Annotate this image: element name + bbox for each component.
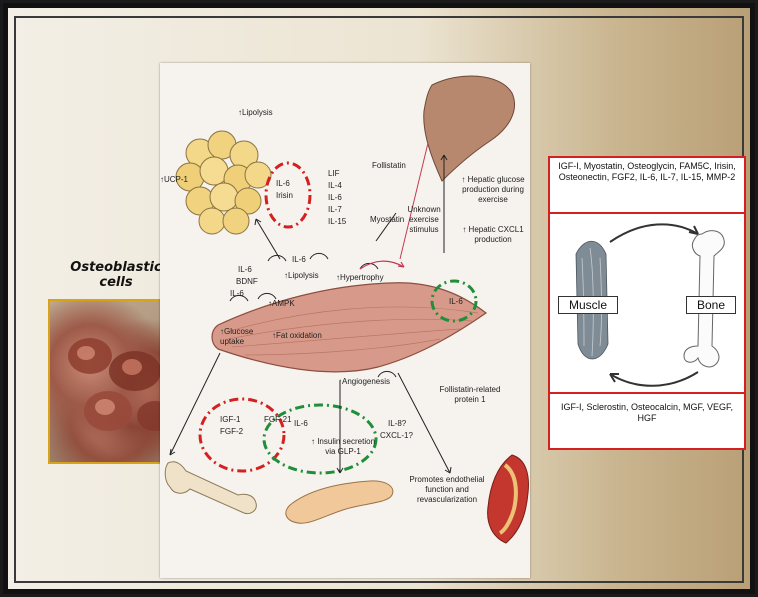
hepatic-cxcl1-label: ↑ Hepatic CXCL1 production [460,225,526,245]
igf1-label: IGF-1 [220,415,240,425]
hypertrophy-label: ↑Hypertrophy [336,273,384,283]
muscle-bone-crosstalk-panel: IGF-I, Myostatin, Osteoglycin, FAM5C, Ir… [548,156,746,448]
muscle-to-bone-factors-box: IGF-I, Myostatin, Osteoglycin, FAM5C, Ir… [548,156,746,214]
bone-label: Bone [686,296,736,314]
adipose-tissue-graphic [176,131,271,234]
liver-il6-label: IL-6 [449,297,463,307]
myokine-il7: IL-7 [328,205,342,215]
insulin-secretion-label: ↑ Insulin secretion via GLP-1 [306,437,380,457]
bone-to-muscle-factors-box: IGF-I, Sclerostin, Osteocalcin, MGF, VEG… [548,392,746,450]
fat-oxidation-label: ↑Fat oxidation [272,331,322,341]
myokine-diagram-panel: ↑Lipolysis ↑UCP-1 IL-6 Irisin LIF IL-4 I… [160,63,530,578]
adipose-lipolysis-label: ↑Lipolysis [238,108,273,118]
il6-irisin-irisin: Irisin [276,191,293,201]
il8-label: IL-8? [388,419,406,429]
fgf2-label: FGF-2 [220,427,243,437]
follistatin-related-label: Follistatin-related protein 1 [428,385,512,405]
myokine-lif: LIF [328,169,340,179]
myostatin-label: Myostatin [370,215,404,225]
glucose-uptake-label: ↑Glucose uptake [220,327,262,347]
endothelial-label: Promotes endothelial function and revasc… [402,475,492,505]
il6-irisin-il6: IL-6 [276,179,290,189]
muscle-bdnf-label: BDNF [236,277,258,287]
muscle-il6-label: IL-6 [238,265,252,275]
il6-a-label: IL-6 [292,255,306,265]
il6-b-label: IL-6 [230,289,244,299]
cell-cluster-graphic [68,338,173,431]
pancreas-graphic [286,481,393,523]
osteoblastic-cells-title: Osteoblastic cells [56,260,176,290]
myokine-il15: IL-15 [328,217,346,227]
crosstalk-graphic-area: Muscle Bone [548,214,746,392]
hepatic-glucose-label: ↑ Hepatic glucose production during exer… [460,175,526,205]
ampk-label: ↑AMPK [268,299,295,309]
muscle-label: Muscle [558,296,618,314]
cxcl1-label: CXCL-1? [380,431,413,441]
ucp1-label: ↑UCP-1 [160,175,188,185]
myokine-il4: IL-4 [328,181,342,191]
bone-graphic [165,462,256,514]
il6-c-label: IL-6 [294,419,308,429]
liver-graphic [424,76,515,181]
slide: Osteoblastic cells [3,3,755,594]
fgf21-label: FGF-21 [264,415,292,425]
muscle-lipolysis-label: ↑Lipolysis [284,271,319,281]
unknown-stimulus-label: Unknown exercise stimulus [403,205,445,235]
follistatin-label: Follistatin [372,161,406,171]
myokine-il6: IL-6 [328,193,342,203]
angiogenesis-label: ↑Angiogenesis [338,377,390,387]
